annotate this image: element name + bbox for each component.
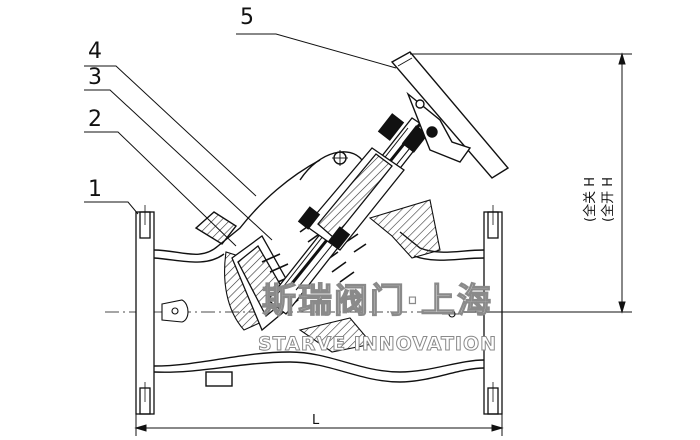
right-flange [483, 205, 503, 415]
height-dimension [410, 52, 632, 314]
callout-leaders [84, 33, 397, 247]
watermark-english: STARVE INNOVATION [258, 333, 497, 355]
watermark-chinese: 斯瑞阀门·上海 [262, 281, 493, 321]
callout-5: 5 [240, 5, 254, 30]
callout-4: 4 [88, 39, 102, 64]
length-label: L [312, 413, 320, 428]
bonnet [297, 113, 429, 251]
length-dimension [134, 414, 504, 436]
callout-2: 2 [88, 107, 102, 132]
callout-1: 1 [88, 177, 102, 202]
closed-height-label: (全关 H [582, 177, 598, 222]
callout-3: 3 [88, 65, 102, 90]
open-height-label: (全开 H [600, 177, 616, 222]
drain-port [161, 299, 462, 323]
left-flange [135, 205, 155, 415]
handwheel [390, 51, 510, 179]
